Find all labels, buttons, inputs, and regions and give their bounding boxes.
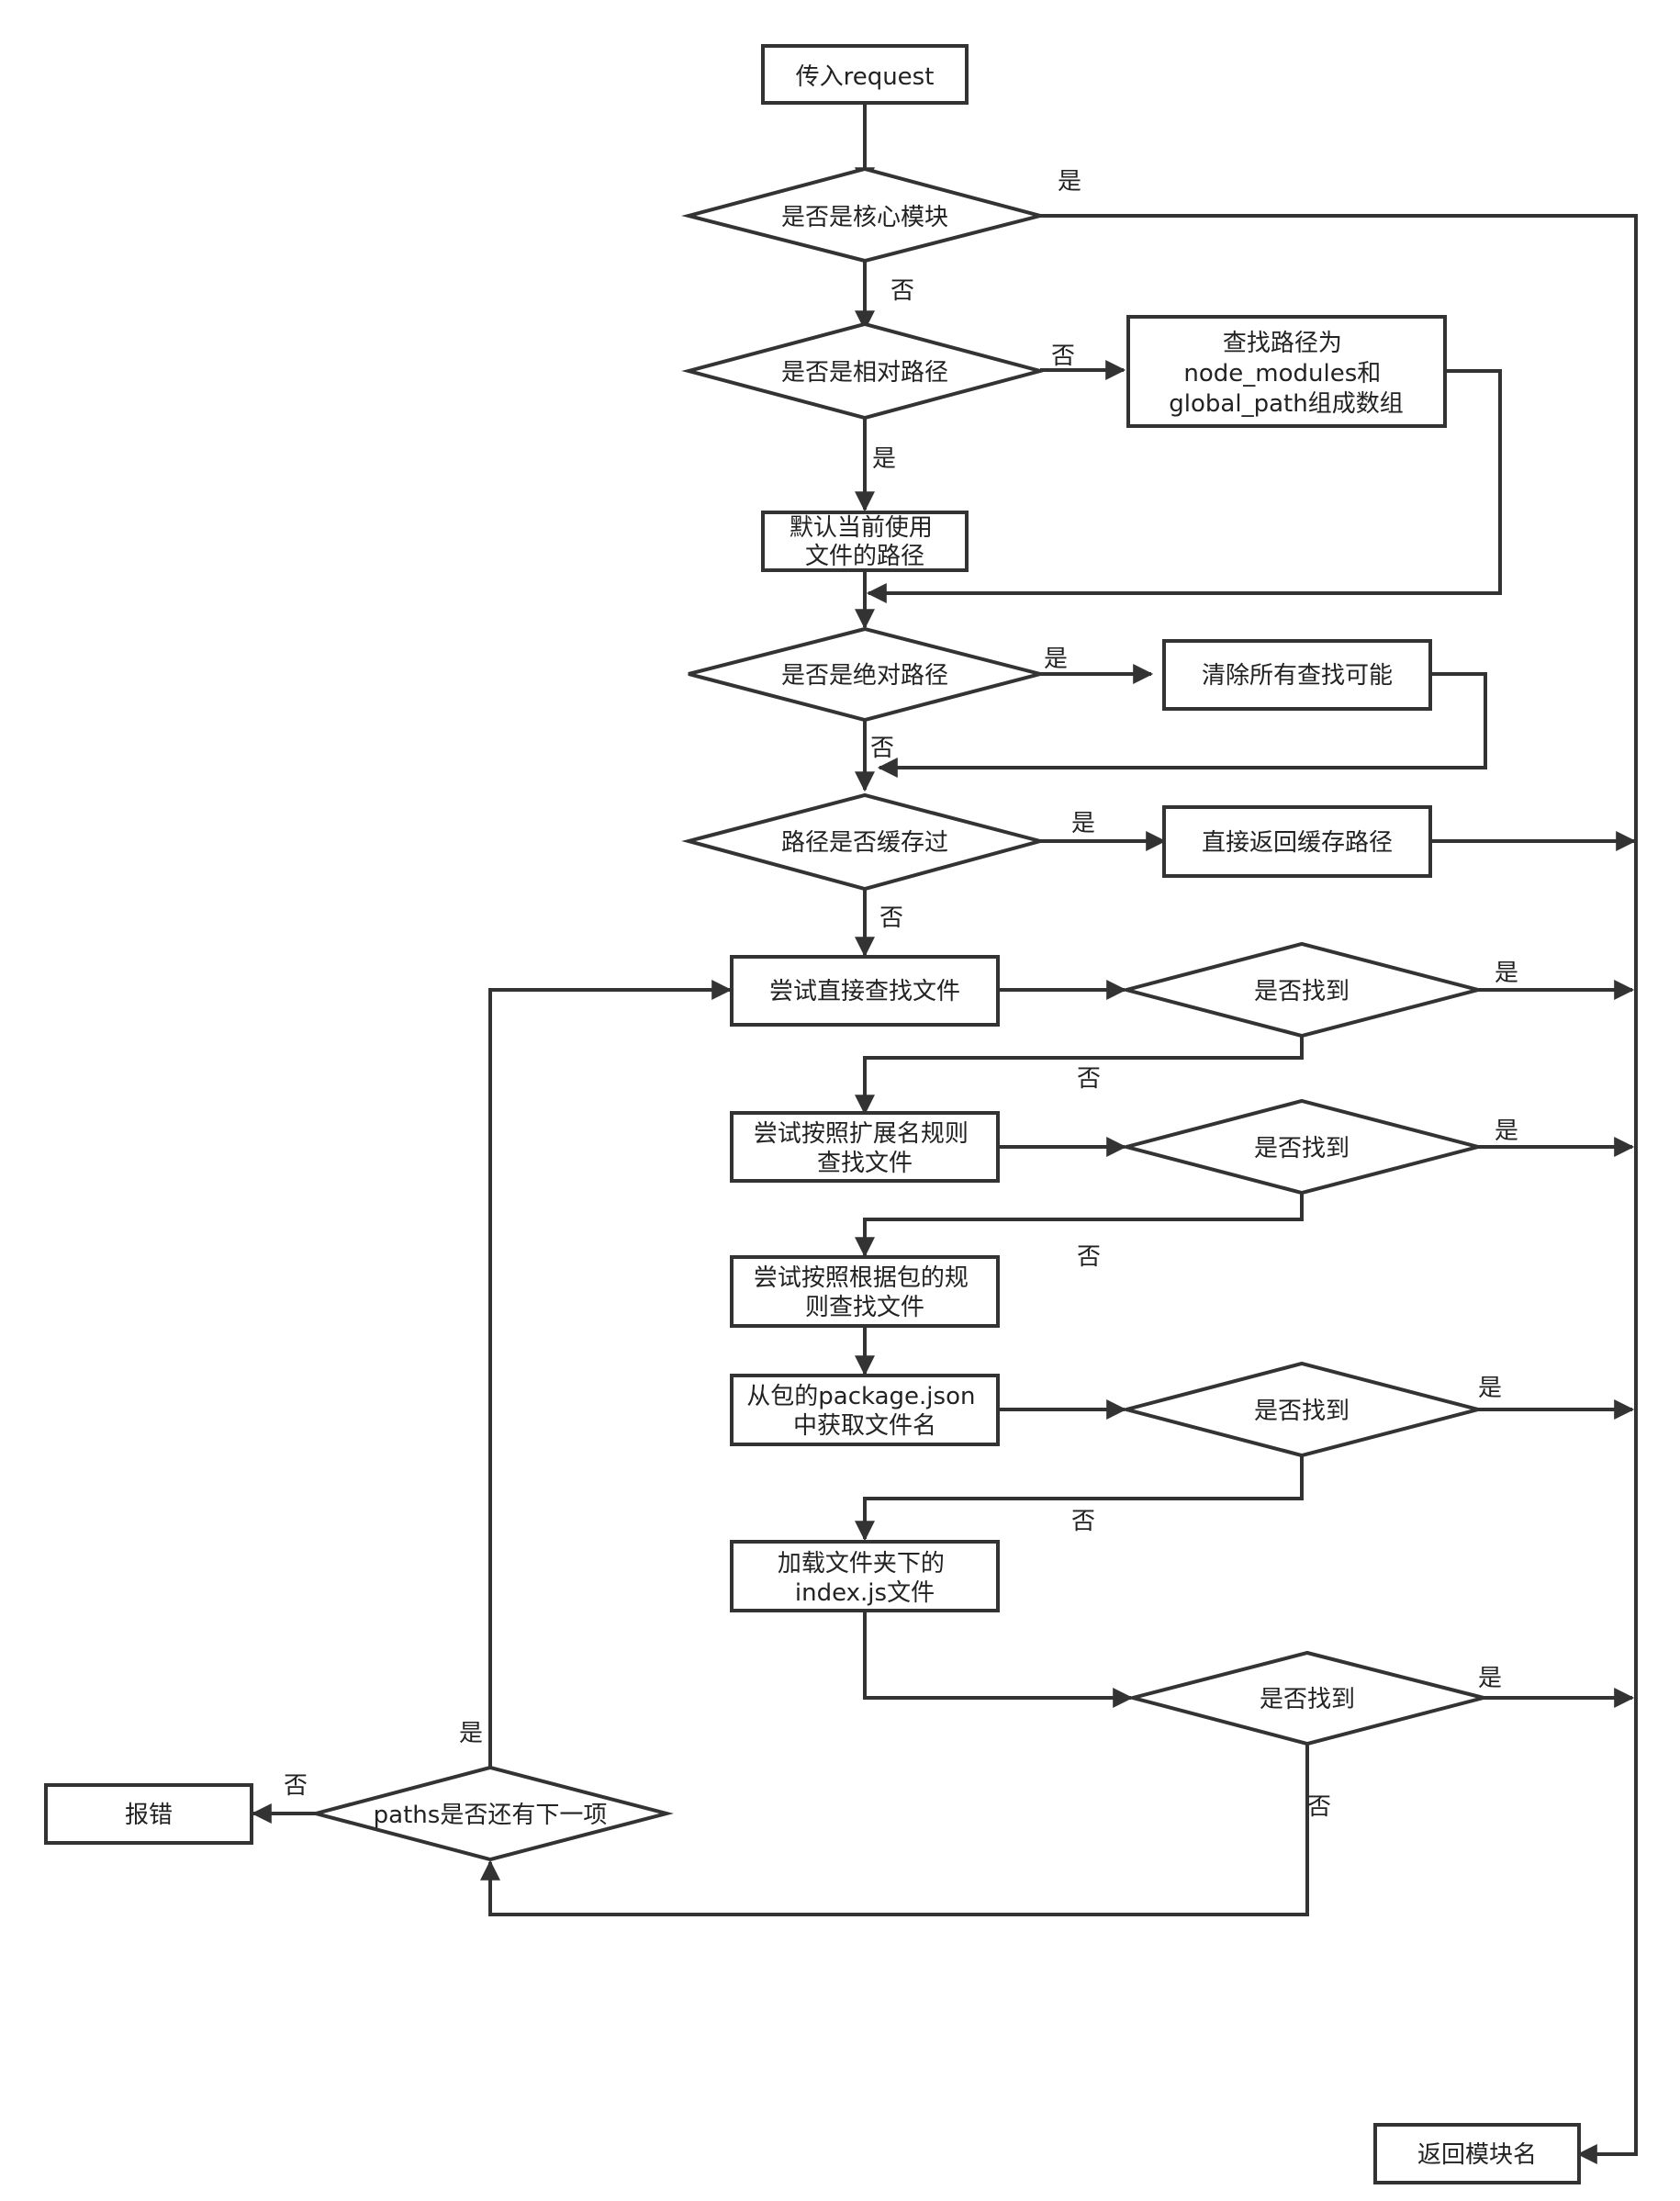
label-found3-yes: 是 <box>1478 1375 1502 1402</box>
label-core-no: 否 <box>890 277 914 305</box>
svg-text:传入request: 传入request <box>796 63 935 91</box>
label-relative-yes: 是 <box>872 445 896 473</box>
svg-text:尝试直接查找文件: 尝试直接查找文件 <box>769 978 960 1005</box>
label-found2-yes: 是 <box>1495 1117 1518 1145</box>
edge-labels: 是 否 否 是 是 否 是 否 是 否 是 否 是 否 是 否 是 否 <box>284 168 1518 1821</box>
svg-text:路径是否缓存过: 路径是否缓存过 <box>781 829 948 857</box>
label-absolute-yes: 是 <box>1044 646 1068 673</box>
label-core-yes: 是 <box>1058 168 1081 196</box>
decision-relative-path: 是否是相对路径 <box>681 321 1047 421</box>
svg-text:是否找到: 是否找到 <box>1254 978 1350 1005</box>
decision-found-1: 是否找到 <box>1119 941 1485 1039</box>
decision-cached: 路径是否缓存过 <box>681 792 1047 892</box>
edge-search-merge <box>866 369 1502 603</box>
node-start: 传入request <box>761 44 969 105</box>
node-try-direct: 尝试直接查找文件 <box>730 955 1000 1027</box>
edge-found4-no <box>480 1744 1309 1916</box>
node-try-extension: 尝试按照扩展名规则 查找文件 <box>730 1111 1000 1183</box>
svg-text:尝试按照扩展名规则 查找文件: 尝试按照扩展名规则 查找文件 <box>754 1120 976 1177</box>
svg-text:默认当前使用 文件的路径: 默认当前使用 文件的路径 <box>790 514 940 570</box>
svg-text:从包的package.json 中获取文件名: 从包的package.json 中获取文件名 <box>746 1383 982 1440</box>
svg-text:是否找到: 是否找到 <box>1260 1686 1355 1713</box>
node-error: 报错 <box>44 1783 253 1845</box>
label-cached-no: 否 <box>879 904 903 932</box>
svg-text:尝试按照根据包的规 则查找文件: 尝试按照根据包的规 则查找文件 <box>754 1264 976 1321</box>
node-default-path: 默认当前使用 文件的路径 <box>761 511 969 572</box>
svg-text:直接返回缓存路径: 直接返回缓存路径 <box>1202 829 1393 857</box>
svg-text:是否找到: 是否找到 <box>1254 1135 1350 1162</box>
edge-clear-merge <box>877 672 1487 778</box>
label-cached-yes: 是 <box>1071 810 1095 837</box>
svg-text:是否是绝对路径: 是否是绝对路径 <box>781 662 948 690</box>
node-load-index: 加载文件夹下的 index.js文件 <box>730 1540 1000 1612</box>
nodes: 传入request 是否是核心模块 是否是相对路径 查找路径为 node_mod… <box>44 44 1581 2184</box>
label-found3-no: 否 <box>1071 1508 1095 1535</box>
node-try-package: 尝试按照根据包的规 则查找文件 <box>730 1255 1000 1328</box>
svg-text:是否是核心模块: 是否是核心模块 <box>781 204 948 231</box>
decision-core-module: 是否是核心模块 <box>681 166 1047 264</box>
label-paths-yes: 是 <box>459 1720 483 1747</box>
svg-text:是否找到: 是否找到 <box>1254 1398 1350 1425</box>
node-clear-possibilities: 清除所有查找可能 <box>1162 639 1432 711</box>
edge-found1-no <box>855 1036 1304 1116</box>
node-package-json: 从包的package.json 中获取文件名 <box>730 1374 1000 1446</box>
svg-text:返回模块名: 返回模块名 <box>1417 2141 1537 2169</box>
label-absolute-no: 否 <box>870 735 894 762</box>
node-return-module: 返回模块名 <box>1373 2123 1581 2184</box>
node-search-paths: 查找路径为 node_modules和 global_path组成数组 <box>1126 315 1447 428</box>
decision-found-2: 是否找到 <box>1119 1098 1485 1196</box>
edge-found3-no <box>855 1455 1304 1542</box>
label-found1-yes: 是 <box>1495 960 1518 987</box>
svg-text:清除所有查找可能: 清除所有查找可能 <box>1202 662 1393 690</box>
edge-core-yes <box>1040 214 1638 2164</box>
svg-text:加载文件夹下的 index.js文件: 加载文件夹下的 index.js文件 <box>778 1550 952 1607</box>
edge-paths-yes <box>488 980 733 1767</box>
svg-text:查找路径为 node_modules和: 查找路径为 node_modules和 global_path组成数组 <box>1169 330 1403 418</box>
decision-absolute-path: 是否是绝对路径 <box>688 626 1047 723</box>
label-found4-yes: 是 <box>1478 1665 1502 1692</box>
edge-found2-no <box>855 1193 1304 1258</box>
decision-found-4: 是否找到 <box>1126 1650 1484 1746</box>
label-paths-no: 否 <box>284 1772 308 1800</box>
label-relative-no: 否 <box>1051 343 1075 370</box>
label-found4-no: 否 <box>1307 1793 1331 1821</box>
edges <box>251 103 1638 2164</box>
label-found2-no: 否 <box>1077 1243 1101 1271</box>
svg-text:报错: 报错 <box>125 1802 173 1829</box>
svg-text:paths是否还有下一项: paths是否还有下一项 <box>374 1802 608 1829</box>
svg-text:是否是相对路径: 是否是相对路径 <box>781 359 948 387</box>
label-found1-no: 否 <box>1077 1065 1101 1093</box>
edge-index-found4 <box>863 1611 1134 1708</box>
node-return-cache: 直接返回缓存路径 <box>1162 805 1432 878</box>
decision-found-3: 是否找到 <box>1119 1361 1485 1458</box>
decision-paths-next: paths是否还有下一项 <box>308 1765 674 1862</box>
